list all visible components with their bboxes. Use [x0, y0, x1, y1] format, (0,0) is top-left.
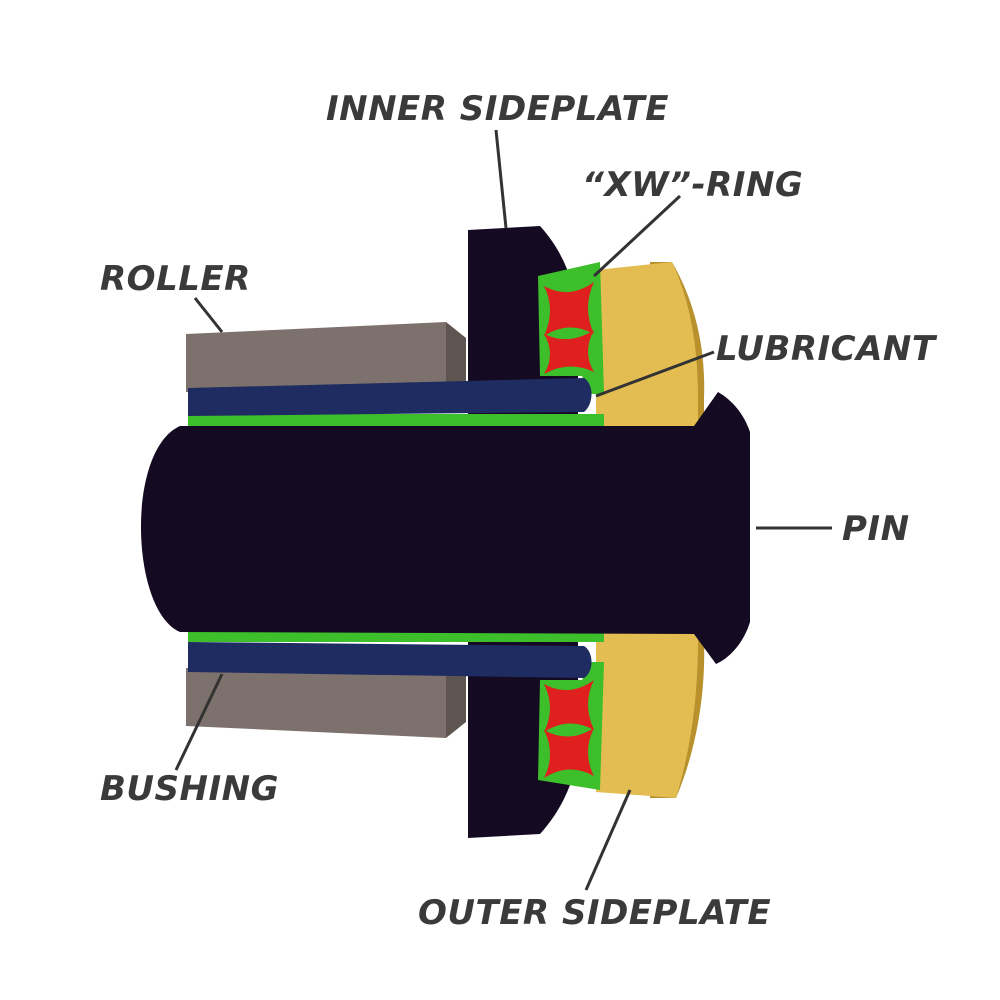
roller-top: [186, 322, 446, 392]
label-bushing: BUSHING: [100, 769, 279, 809]
roller: [186, 322, 466, 738]
roller-top-side: [446, 322, 466, 392]
pin: [140, 392, 750, 664]
leader-inner-sideplate: [494, 129, 508, 229]
label-roller: ROLLER: [100, 259, 251, 299]
leader-bushing: [174, 673, 224, 771]
xw-ring: [544, 282, 594, 778]
roller-bottom-side: [446, 668, 466, 738]
bushing: [188, 378, 592, 678]
leader-lines: [174, 129, 832, 891]
lubricant-film-top: [188, 414, 604, 428]
xw-ring-top: [544, 282, 594, 374]
leader-lubricant: [595, 350, 715, 398]
bushing-bottom: [188, 642, 592, 678]
roller-bottom: [186, 668, 446, 738]
label-pin: PIN: [842, 509, 910, 549]
xw-ring-bottom: [544, 680, 594, 778]
label-outer-sideplate: OUTER SIDEPLATE: [418, 893, 772, 933]
label-inner-sideplate: INNER SIDEPLATE: [326, 89, 669, 129]
leader-roller: [193, 297, 224, 333]
leader-xw-ring: [592, 194, 682, 278]
bushing-top: [188, 378, 592, 416]
leader-outer-sideplate: [584, 789, 632, 891]
label-lubricant: LUBRICANT: [716, 329, 936, 369]
label-xw-ring: “XW”-RING: [582, 165, 804, 205]
